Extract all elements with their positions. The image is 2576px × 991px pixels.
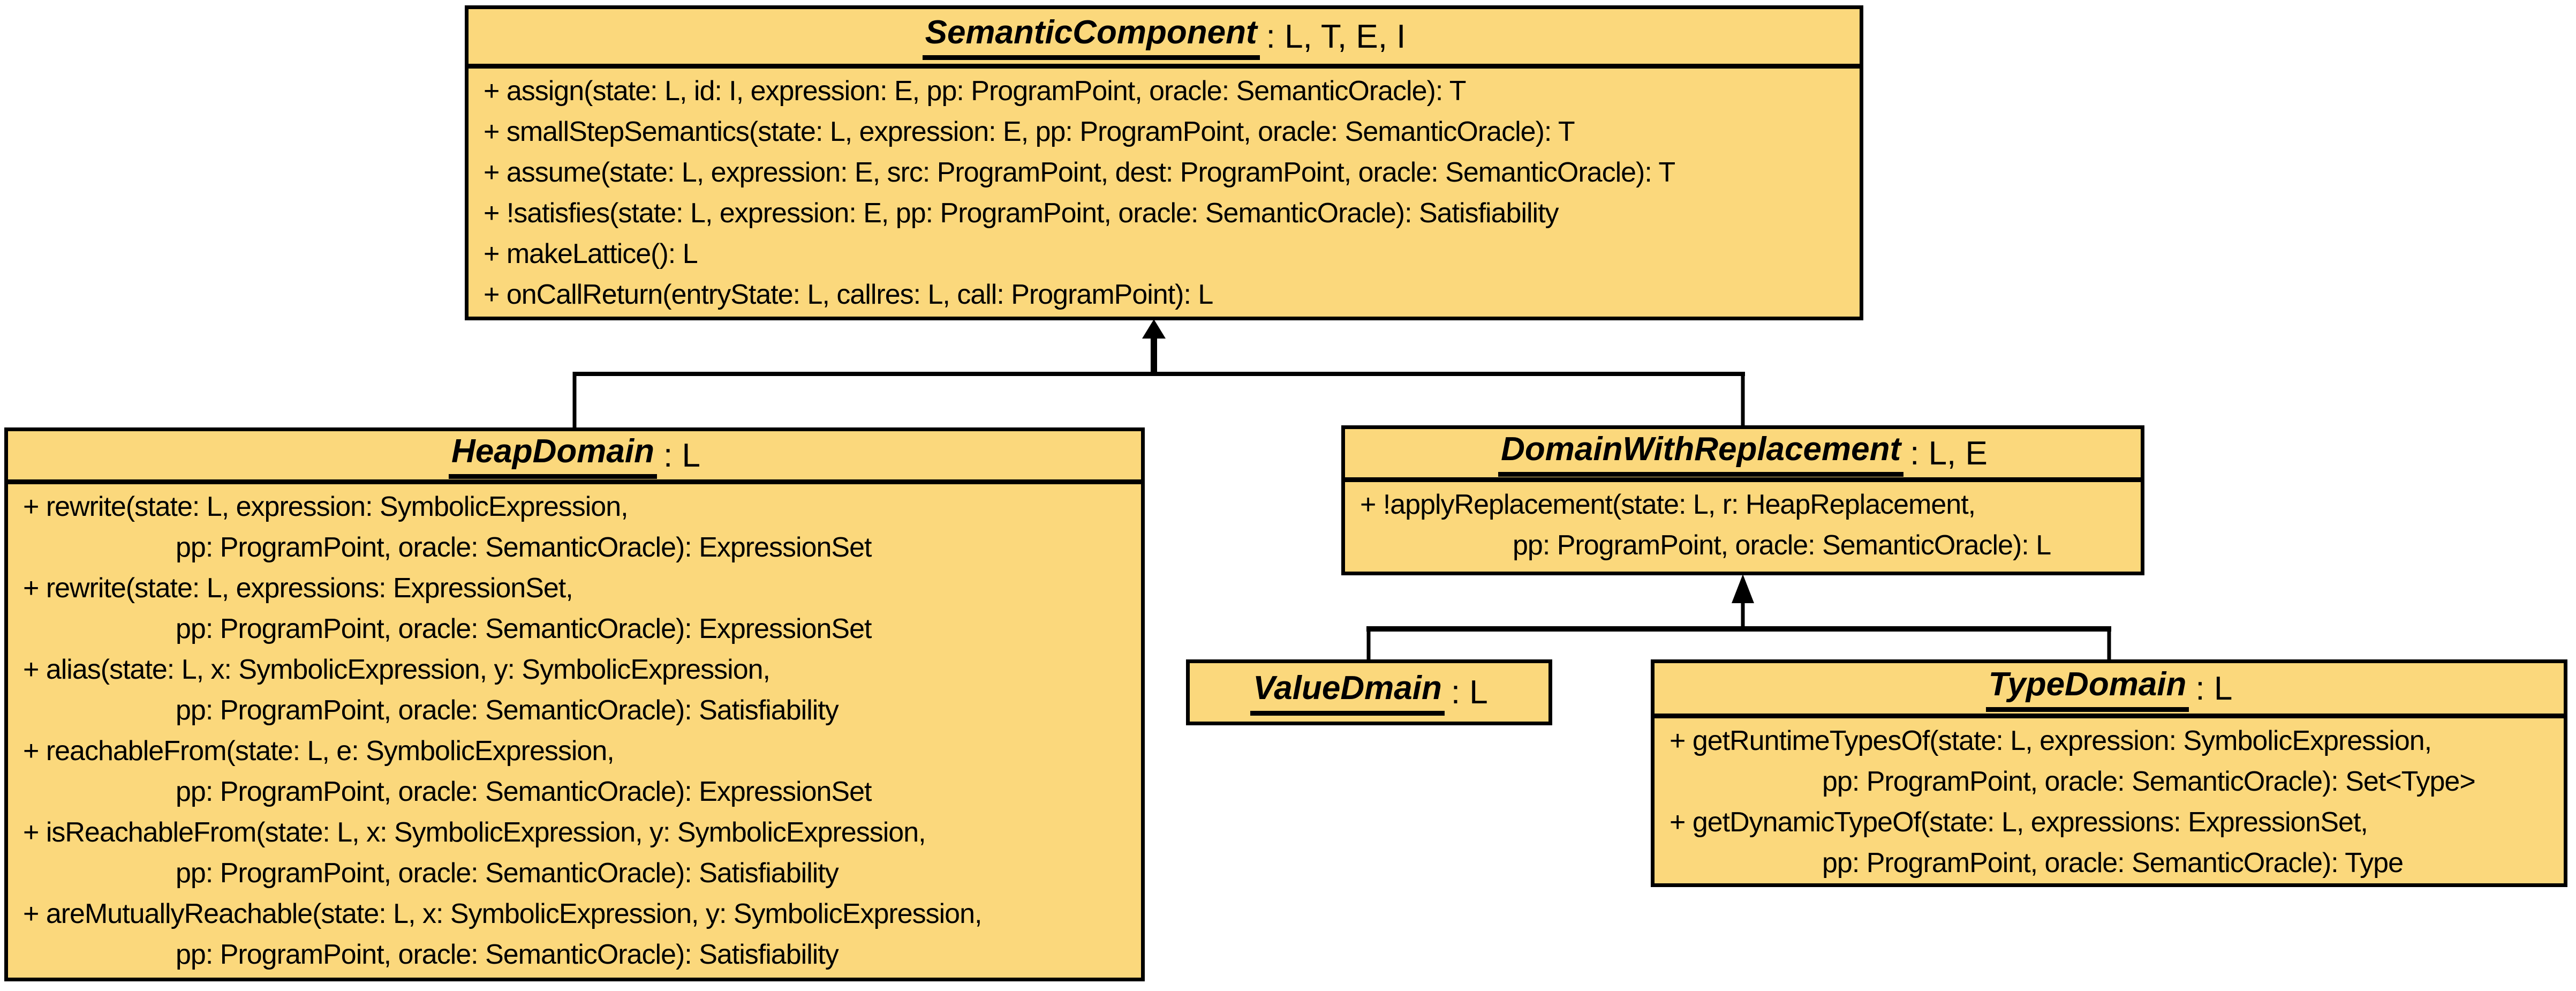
class-name: HeapDomain <box>449 432 658 479</box>
method-line: + rewrite(state: L, expressions: Express… <box>23 573 573 604</box>
method-line: + getRuntimeTypesOf(state: L, expression… <box>1670 725 2432 756</box>
method-line: + smallStepSemantics(state: L, expressio… <box>484 116 1575 147</box>
generalization-arrowhead-domainwithreplacement <box>1732 574 1754 603</box>
class-type-params: : L, E <box>1910 434 1988 472</box>
method-list-heapdomain: + rewrite(state: L, expression: Symbolic… <box>8 479 1141 975</box>
method-line-continuation: pp: ProgramPoint, oracle: SemanticOracle… <box>1822 847 2404 879</box>
method-line-continuation: pp: ProgramPoint, oracle: SemanticOracle… <box>176 695 839 726</box>
method-line-continuation: pp: ProgramPoint, oracle: SemanticOracle… <box>176 613 872 644</box>
method-line: + !satisfies(state: L, expression: E, pp… <box>484 198 1559 229</box>
method-line: + makeLattice(): L <box>484 238 698 269</box>
method-line: + getDynamicTypeOf(state: L, expressions… <box>1670 807 2368 838</box>
class-title-domainwithreplacement: DomainWithReplacement : L, E <box>1345 429 2141 477</box>
class-box-heapdomain: HeapDomain : L + rewrite(state: L, expre… <box>4 427 1145 981</box>
class-name: DomainWithReplacement <box>1498 430 1904 477</box>
generalization-to-domainwithreplacement <box>1366 574 2111 663</box>
method-line-continuation: pp: ProgramPoint, oracle: SemanticOracle… <box>176 776 872 807</box>
method-list-semanticcomponent: + assign(state: L, id: I, expression: E,… <box>469 64 1860 315</box>
class-title-typedomain: TypeDomain : L <box>1655 663 2564 714</box>
generalization-arrowhead-semanticcomponent <box>1142 319 1166 339</box>
method-line: + assume(state: L, expression: E, src: P… <box>484 157 1675 188</box>
method-line-continuation: pp: ProgramPoint, oracle: SemanticOracle… <box>176 939 839 970</box>
method-list-domainwithreplacement: + !applyReplacement(state: L, r: HeapRep… <box>1345 477 2141 566</box>
method-list-typedomain: + getRuntimeTypesOf(state: L, expression… <box>1655 714 2564 883</box>
method-line: + reachableFrom(state: L, e: SymbolicExp… <box>23 735 615 767</box>
method-line: + onCallReturn(entryState: L, callres: L… <box>484 279 1213 310</box>
class-name: TypeDomain <box>1985 665 2189 712</box>
method-line: + alias(state: L, x: SymbolicExpression,… <box>23 654 770 685</box>
class-title-heapdomain: HeapDomain : L <box>8 431 1141 479</box>
method-line: + areMutuallyReachable(state: L, x: Symb… <box>23 898 982 929</box>
class-type-params: : L <box>1451 674 1488 711</box>
class-box-domainwithreplacement: DomainWithReplacement : L, E + !applyRep… <box>1341 425 2144 575</box>
method-line-continuation: pp: ProgramPoint, oracle: SemanticOracle… <box>1513 530 2051 561</box>
class-title-semanticcomponent: SemanticComponent : L, T, E, I <box>469 9 1860 64</box>
method-line-continuation: pp: ProgramPoint, oracle: SemanticOracle… <box>176 858 839 889</box>
class-box-semanticcomponent: SemanticComponent : L, T, E, I + assign(… <box>465 5 1863 320</box>
generalization-to-semanticcomponent <box>572 319 1745 432</box>
method-line: + !applyReplacement(state: L, r: HeapRep… <box>1360 489 1976 520</box>
method-line: + isReachableFrom(state: L, x: SymbolicE… <box>23 817 926 848</box>
class-name: SemanticComponent <box>922 13 1260 60</box>
class-title-valuedmain: ValueDmain : L <box>1190 663 1548 722</box>
class-box-typedomain: TypeDomain : L + getRuntimeTypesOf(state… <box>1651 659 2567 887</box>
class-type-params: : L <box>663 437 700 474</box>
method-line: + rewrite(state: L, expression: Symbolic… <box>23 491 629 522</box>
class-name: ValueDmain <box>1250 669 1445 716</box>
method-line-continuation: pp: ProgramPoint, oracle: SemanticOracle… <box>1822 766 2476 797</box>
method-line-continuation: pp: ProgramPoint, oracle: SemanticOracle… <box>176 532 872 563</box>
method-line: + assign(state: L, id: I, expression: E,… <box>484 76 1467 107</box>
class-type-params: : L, T, E, I <box>1266 18 1406 55</box>
class-box-valuedmain: ValueDmain : L <box>1186 659 1552 725</box>
class-type-params: : L <box>2195 670 2233 707</box>
